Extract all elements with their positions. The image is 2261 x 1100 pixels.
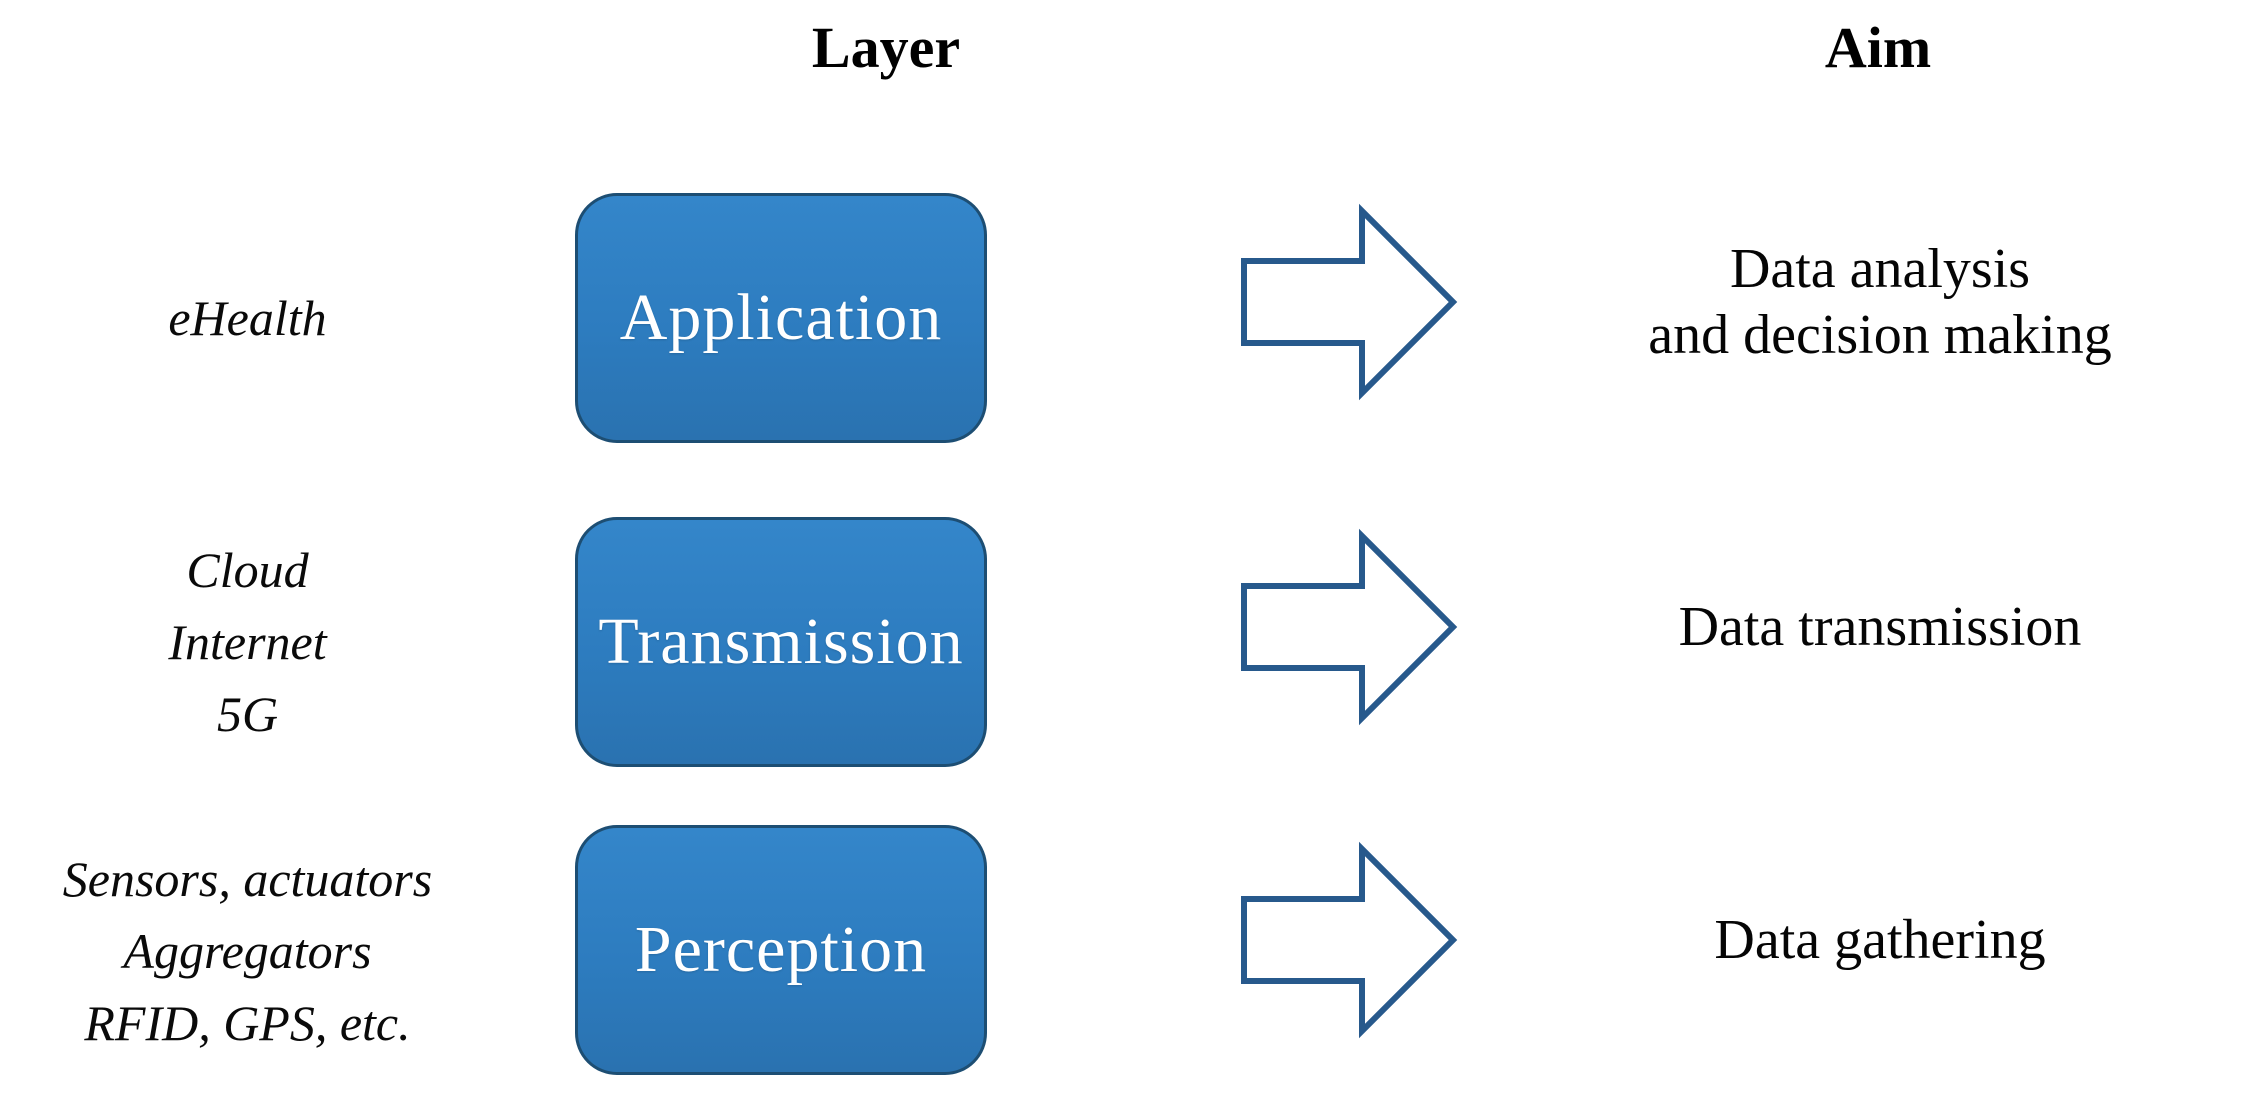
technology-line: 5G (216, 686, 279, 742)
aim-line: Data analysis (1729, 237, 2031, 300)
aim-label-transmission: Data transmission (1520, 528, 2240, 726)
aim-line: Data transmission (1678, 595, 2082, 658)
aim-label-perception: Data gathering (1520, 841, 2240, 1039)
layer-box-label: Perception (634, 913, 928, 986)
aim-line: Data gathering (1714, 908, 2046, 971)
layer-box-perception: Perception (575, 825, 987, 1075)
flow-arrow (1240, 528, 1458, 726)
flow-arrow (1240, 841, 1458, 1039)
technology-line: RFID, GPS, etc. (84, 995, 411, 1051)
arrow-right-icon (1241, 528, 1458, 726)
flow-arrow (1240, 203, 1458, 401)
technology-line: Cloud (186, 542, 309, 598)
transmission-technologies: Cloud Internet 5G (0, 517, 495, 767)
application-technologies: eHealth (0, 193, 495, 443)
aim-line: and decision making (1648, 304, 2112, 366)
technology-line: Sensors, actuators (62, 851, 433, 907)
technology-line: eHealth (168, 290, 327, 346)
aim-label-application: Data analysis and decision making (1520, 203, 2240, 401)
perception-technologies: Sensors, actuators Aggregators RFID, GPS… (0, 825, 495, 1077)
technology-line: Aggregators (123, 923, 372, 979)
technology-line: Internet (168, 614, 327, 670)
column-header-aim: Aim (1824, 15, 1932, 80)
arrow-right-icon (1241, 841, 1458, 1039)
layer-box-transmission: Transmission (575, 517, 987, 767)
arrow-right-icon (1241, 203, 1458, 401)
column-header-layer: Layer (811, 15, 961, 80)
layer-box-label: Transmission (598, 605, 964, 678)
layer-box-application: Application (575, 193, 987, 443)
layer-box-label: Application (619, 281, 943, 354)
